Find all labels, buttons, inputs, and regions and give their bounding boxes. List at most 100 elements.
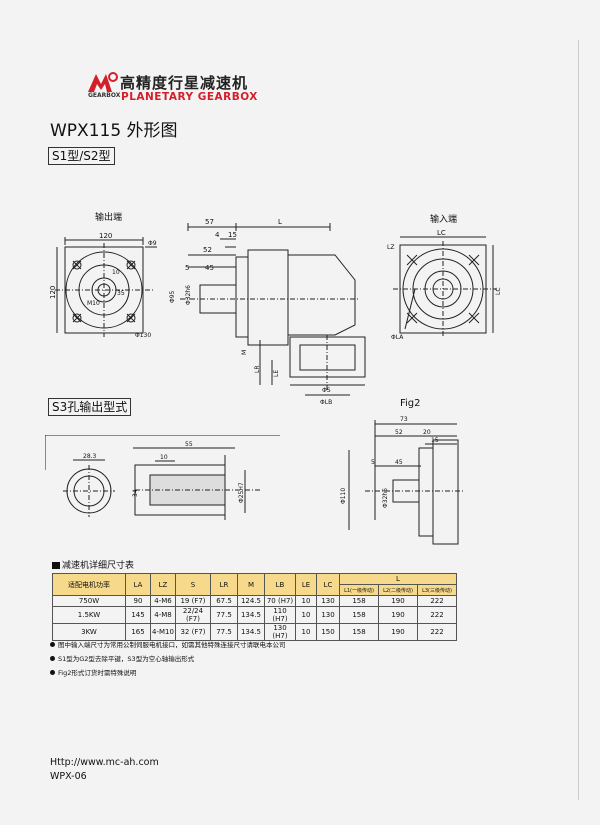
dim-phi25: Φ25H7 (238, 482, 245, 503)
table-cell: 70 (H7) (264, 595, 296, 607)
table-cell: 222 (417, 595, 457, 607)
input-front-view: LC LZ ΦLA LC (387, 229, 502, 341)
spec-table: 适配电机功率 LA LZ S LR M LB LE LC L L1(一级传动) … (52, 573, 457, 641)
fig2-view: 73 52 20 15 5 45 Φ110 Φ32h6 (340, 416, 465, 545)
dim-phi95: Φ95 (169, 290, 176, 303)
table-cell: 10 (295, 606, 317, 624)
dim-4: 4 (215, 231, 220, 239)
dim-LR: LR (254, 365, 261, 373)
table-cell: 1.5KW (52, 606, 126, 624)
dim-LC-top: LC (437, 229, 446, 237)
bullet-icon (50, 656, 55, 661)
table-cell: 67.5 (210, 595, 238, 607)
table-cell: 750W (52, 595, 126, 607)
type-label: S1型/S2型 (48, 147, 115, 165)
dim-15-fig2: 15 (431, 437, 439, 444)
table-cell: 158 (339, 623, 379, 641)
table-cell: 4-M6 (150, 595, 176, 607)
dim-phi9: Φ9 (148, 240, 157, 247)
table-row: 1.5KW 145 4-M8 22/24 (F7) 77.5 134.5 110… (52, 606, 457, 624)
table-cell: 10 (295, 595, 317, 607)
col-header: M (237, 573, 265, 596)
table-cell: 130 (H7) (264, 623, 296, 641)
dim-phi130: Φ130 (135, 332, 151, 339)
fig2-label: Fig2 (400, 398, 421, 409)
dim-52: 52 (203, 246, 212, 254)
output-front-view: 120 120 Φ9 10 M10 35 Φ130 (49, 232, 157, 339)
table-cell: 77.5 (210, 606, 238, 624)
output-end-label: 输出端 (95, 213, 123, 223)
brand-name-cn: 高精度行星减速机 (120, 74, 249, 92)
col-subheader: L3(三级传动) (417, 584, 457, 596)
table-cell: 110 (H7) (264, 606, 296, 624)
note-item: S1型为G2型去除平键，S3型为空心轴输出形式 (50, 652, 286, 666)
brand-name-en: PLANETARY GEARBOX (121, 91, 258, 103)
dim-120-width: 120 (99, 232, 112, 240)
s3-hole-output-view: 28.3 55 10 34 Φ25H7 (45, 435, 280, 520)
dim-15: 15 (228, 231, 237, 239)
page-title: WPX115 外形图 (50, 121, 178, 141)
col-header: S (175, 573, 211, 596)
col-subheader: L1(一级传动) (339, 584, 379, 596)
website-url: Http://www.mc-ah.com (50, 757, 159, 768)
col-header: 适配电机功率 (52, 573, 126, 596)
table-cell: 150 (316, 623, 340, 641)
table-cell: 124.5 (237, 595, 265, 607)
col-header: LR (210, 573, 238, 596)
table-cell: 10 (295, 623, 317, 641)
table-row: 750W 90 4-M6 19 (F7) 67.5 124.5 70 (H7) … (52, 595, 457, 607)
dim-phiLA: ΦLA (391, 334, 404, 341)
dim-m10: M10 (87, 300, 100, 307)
dim-phi110: Φ110 (340, 488, 347, 504)
dim-35: 35 (117, 290, 125, 297)
dim-45: 45 (205, 264, 214, 272)
col-header: LA (125, 573, 151, 596)
note-item: Fig2形式订货时需特殊说明 (50, 666, 286, 680)
dim-LZ: LZ (387, 244, 394, 251)
table-cell: 22/24 (F7) (175, 606, 211, 624)
col-header: LC (316, 573, 340, 596)
dim-73: 73 (400, 416, 408, 423)
dim-34: 34 (132, 489, 139, 497)
notes-list: 图中输入端尺寸为常用公制伺服电机接口，如需其他特殊连接尺寸请联电本公司 S1型为… (50, 638, 286, 680)
bullet-icon (50, 642, 55, 647)
table-cell: 222 (417, 623, 457, 641)
note-text: S1型为G2型去除平键，S3型为空心轴输出形式 (58, 655, 195, 663)
table-cell: 130 (316, 606, 340, 624)
dim-phi32: Φ32h6 (185, 285, 192, 305)
dim-120-height: 120 (49, 286, 57, 299)
table-header-row: 适配电机功率 LA LZ S LR M LB LE LC L (52, 573, 457, 596)
table-cell: 4-M10 (150, 623, 176, 641)
side-view: 57 L 4 15 52 5 45 Φ95 Φ32h6 M LR LE ΦS Φ… (169, 218, 366, 406)
dim-55: 55 (185, 441, 193, 448)
col-header-L: L (339, 573, 457, 585)
input-end-label: 输入端 (430, 215, 458, 225)
dim-5-fig2: 5 (371, 459, 375, 466)
table-title: 减速机详细尺寸表 (62, 561, 135, 571)
note-item: 图中输入端尺寸为常用公制伺服电机接口，如需其他特殊连接尺寸请联电本公司 (50, 638, 286, 652)
dim-L: L (278, 218, 282, 226)
dim-57: 57 (205, 218, 214, 226)
dim-phiLB: ΦLB (320, 399, 332, 406)
note-text: Fig2形式订货时需特殊说明 (58, 669, 137, 677)
table-cell: 190 (378, 623, 418, 641)
table-cell: 19 (F7) (175, 595, 211, 607)
col-header: LB (264, 573, 296, 596)
dim-10: 10 (112, 269, 120, 276)
square-bullet-icon (52, 562, 60, 569)
dim-phiS: ΦS (322, 387, 331, 394)
bullet-icon (50, 670, 55, 675)
table-cell: 3KW (52, 623, 126, 641)
dim-LE: LE (273, 370, 280, 377)
table-cell: 190 (378, 595, 418, 607)
dim-20: 20 (423, 429, 431, 436)
table-cell: 190 (378, 606, 418, 624)
table-cell: 134.5 (237, 606, 265, 624)
dim-28-3: 28.3 (83, 453, 97, 460)
table-cell: 130 (316, 595, 340, 607)
table-section-heading: 减速机详细尺寸表 (52, 558, 134, 571)
dim-5: 5 (185, 264, 189, 272)
col-subheader: L2(二级传动) (378, 584, 418, 596)
dim-M: M (241, 350, 248, 355)
